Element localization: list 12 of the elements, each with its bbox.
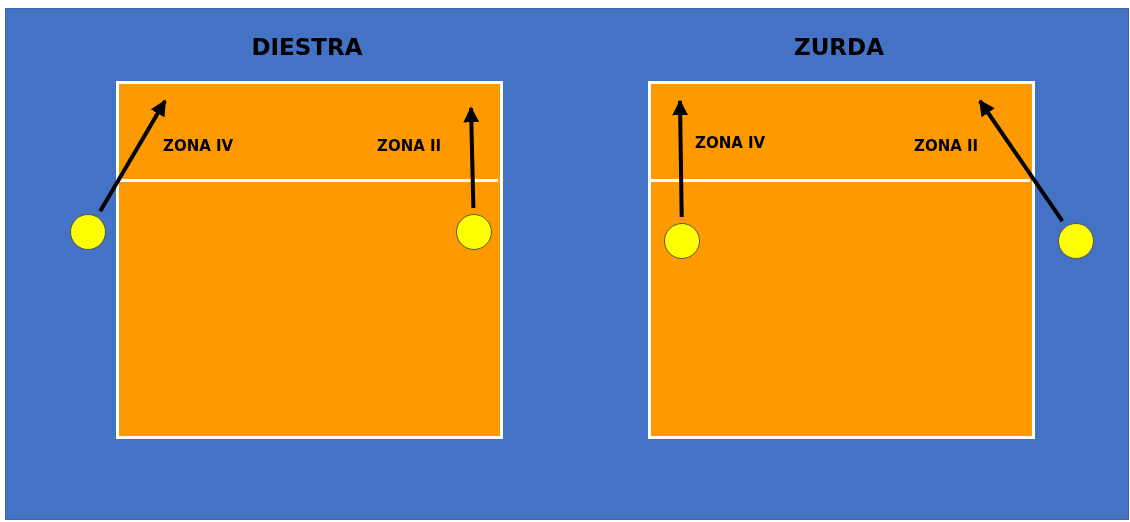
arrow — [98, 99, 167, 213]
zone-label: ZONA IV — [163, 137, 234, 155]
ball — [456, 214, 492, 250]
court-title: ZURDA — [794, 34, 884, 60]
arrow — [672, 99, 689, 218]
arrow — [463, 106, 480, 209]
zone-label: ZONA IV — [695, 134, 766, 152]
arrow — [978, 99, 1065, 223]
court-title: DIESTRA — [251, 34, 363, 60]
ball — [664, 223, 700, 259]
zone-label: ZONA II — [914, 137, 979, 155]
zone-label: ZONA II — [377, 137, 442, 155]
